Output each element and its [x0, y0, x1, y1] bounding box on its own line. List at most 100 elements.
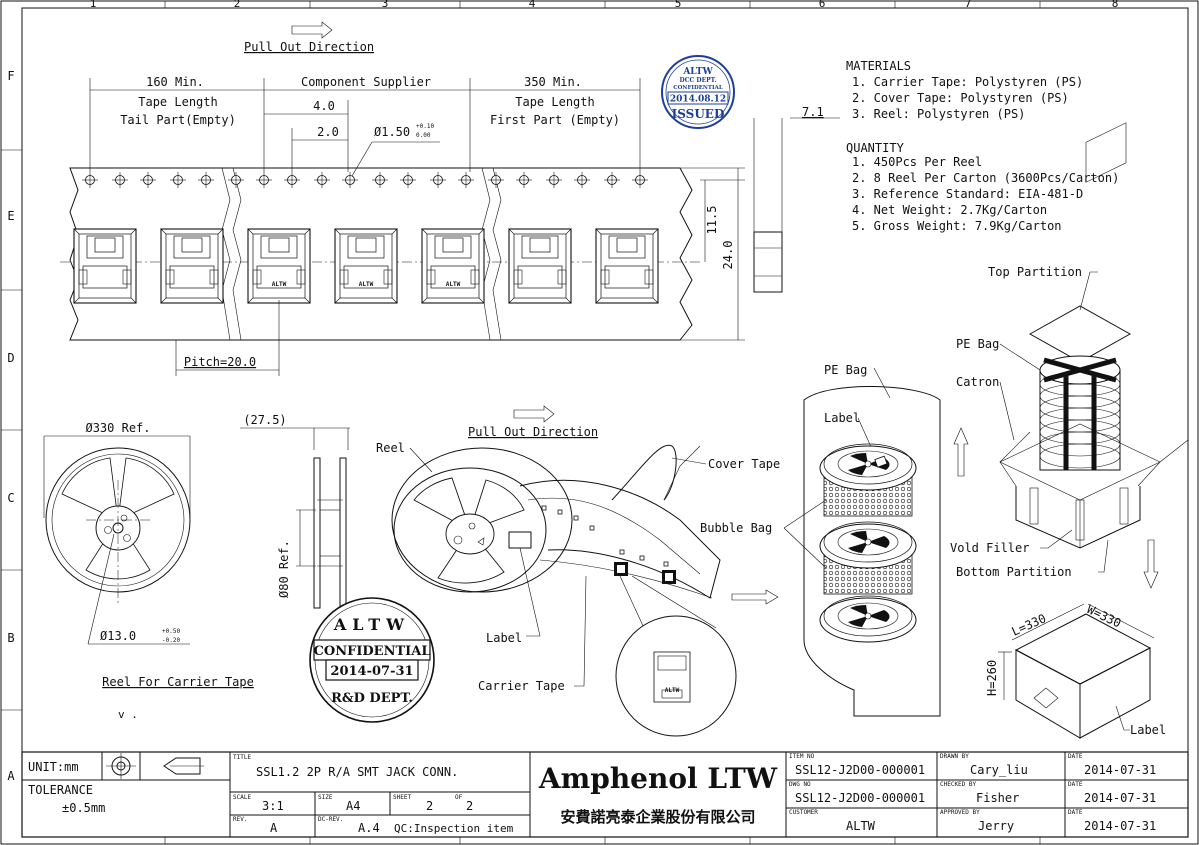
component-supplier-label: Component Supplier [301, 75, 431, 89]
confidential-stamp-top: ALTW [333, 615, 410, 634]
hole-tolerance-plus: +0.10 [416, 123, 434, 130]
rev-value: A [270, 821, 278, 835]
pocket-part-marking: ALTW [359, 281, 374, 288]
approved-by: Jerry [978, 819, 1014, 833]
scale-value: 3:1 [262, 799, 284, 813]
tolerance-value: ±0.5mm [62, 801, 105, 815]
tail-part-label: Tail Part(Empty) [120, 113, 236, 127]
issued-stamp: ALTW DCC DEPT. CONFIDENTIAL 2014.08.12 I… [661, 55, 735, 129]
sheet-total: 2 [466, 799, 473, 813]
column-marker: 8 [1112, 0, 1119, 10]
materials-item: 3. Reel: Polystyren (PS) [852, 107, 1025, 121]
carrier-pockets [73, 228, 659, 304]
carton-label-callout: Label [1130, 723, 1166, 737]
hub-tolerance-minus: -0.20 [162, 637, 180, 644]
dc-rev-caption: DC-REV. [318, 816, 343, 823]
dimension-2: 2.0 [317, 125, 339, 139]
carton-height: H=260 [985, 660, 999, 696]
dimension-24: 24.0 [721, 241, 735, 270]
catron-callout: Catron [956, 375, 999, 389]
column-marker: 4 [529, 0, 536, 10]
pitch-dimension: Pitch=20.0 [184, 355, 256, 369]
column-marker: 5 [675, 0, 682, 10]
materials-item: 1. Carrier Tape: Polystyren (PS) [852, 75, 1083, 89]
pull-out-direction-label: Pull Out Direction [244, 40, 374, 54]
direction-arrow-icon [513, 405, 555, 423]
hole-diameter: Ø1.50 [374, 125, 410, 139]
top-partition-callout: Top Partition [988, 265, 1082, 279]
pocket-part-marking: ALTW [272, 281, 287, 288]
column-marker: 7 [965, 0, 972, 10]
confidential-stamp-dept: R&D DEPT. [331, 691, 413, 706]
issued-stamp-word: ISSUED [672, 107, 725, 121]
row-marker: D [7, 351, 14, 365]
hole-tolerance-minus: 0.00 [416, 132, 431, 139]
drawing-title: SSL1.2 2P R/A SMT JACK CONN. [256, 765, 458, 779]
carton-width: W=330 [1085, 602, 1124, 630]
drawn-by-caption: DRAWN BY [940, 753, 969, 760]
unit-label: UNIT:mm [28, 760, 79, 774]
reel-diameter-330: Ø330 Ref. [85, 421, 150, 435]
tail-tape-length-label: Tape Length [138, 95, 217, 109]
approved-by-caption: APPROVED BY [940, 809, 980, 816]
reel-caption: Reel For Carrier Tape [102, 675, 254, 689]
pocket-part-marking: ALTW [446, 281, 461, 288]
customer: ALTW [846, 819, 876, 833]
checked-by-caption: CHECKED BY [940, 781, 977, 788]
direction-arrow-icon [731, 589, 779, 605]
reel-side-view: (27.5) Ø80 Ref. [240, 413, 350, 609]
dwg-no: SSL12-J2D00-000001 [795, 791, 925, 805]
date-checked: 2014-07-31 [1084, 791, 1156, 805]
tape-view: Pull Out Direction 160 Min. Tape Length … [60, 21, 840, 376]
sprocket-holes [81, 171, 649, 189]
quantity-item: 4. Net Weight: 2.7Kg/Carton [852, 203, 1047, 217]
date-caption: DATE [1068, 809, 1083, 816]
projection-symbol-icon [106, 753, 204, 779]
column-marker: 2 [234, 0, 241, 10]
row-marker: C [7, 491, 14, 505]
customer-caption: CUSTOMER [789, 809, 818, 816]
row-marker: B [7, 631, 14, 645]
dimension-11-5: 11.5 [705, 206, 719, 235]
first-tape-length-label: Tape Length [515, 95, 594, 109]
drawn-by: Cary_liu [970, 763, 1028, 777]
materials-item: 2. Cover Tape: Polystyren (PS) [852, 91, 1069, 105]
issued-stamp-dept: DCC DEPT. [680, 77, 717, 84]
carrier-tape-callout: Carrier Tape [478, 679, 565, 693]
cover-tape-callout: Cover Tape [708, 457, 780, 471]
pe-bag-view: PE Bag Label Bubble Bag [700, 363, 941, 717]
row-marker: F [7, 69, 14, 83]
vold-filler-callout: Vold Filler [950, 541, 1029, 555]
first-min-dimension: 350 Min. [524, 75, 582, 89]
label-callout: Label [486, 631, 522, 645]
carton-length: L=330 [1010, 611, 1049, 638]
issued-stamp-top: ALTW [682, 67, 713, 77]
tail-min-dimension: 160 Min. [146, 75, 204, 89]
notes-block: MATERIALS 1. Carrier Tape: Polystyren (P… [846, 59, 1119, 233]
detail-part-marking: ALTW [665, 687, 680, 694]
materials-heading: MATERIALS [846, 59, 911, 73]
issued-stamp-confidential: CONFIDENTIAL [673, 85, 723, 91]
of-caption: OF [455, 794, 463, 801]
company-logo: Amphenol LTW [538, 762, 778, 795]
first-part-label: First Part (Empty) [490, 113, 620, 127]
reel-front-view: Ø330 Ref. Ø13.0 +0.50 -0.20 Reel For Car… [43, 421, 254, 721]
iso-pull-out-direction-label: Pull Out Direction [468, 425, 598, 439]
arrow-up-icon [953, 427, 969, 477]
column-marker: 3 [382, 0, 389, 10]
date-drawn: 2014-07-31 [1084, 763, 1156, 777]
reel-small-note: v . [118, 708, 138, 721]
row-marker: A [7, 769, 15, 783]
issued-stamp-date: 2014.08.12 [670, 95, 726, 105]
dimension-7-1: 7.1 [802, 105, 824, 119]
confidential-stamp-word: CONFIDENTIAL [314, 644, 431, 659]
pe-bag-callout: PE Bag [824, 363, 867, 377]
title-block: UNIT:mm TOLERANCE ±0.5mm TITLE SSL1.2 2P… [21, 751, 1189, 838]
date-approved: 2014-07-31 [1084, 819, 1156, 833]
dc-rev-value: A.4 [358, 821, 380, 835]
bottom-partition-callout: Bottom Partition [956, 565, 1072, 579]
direction-arrow-icon [291, 21, 333, 39]
hub-diameter-13: Ø13.0 [100, 629, 136, 643]
confidential-stamp-date: 2014-07-31 [330, 664, 413, 679]
